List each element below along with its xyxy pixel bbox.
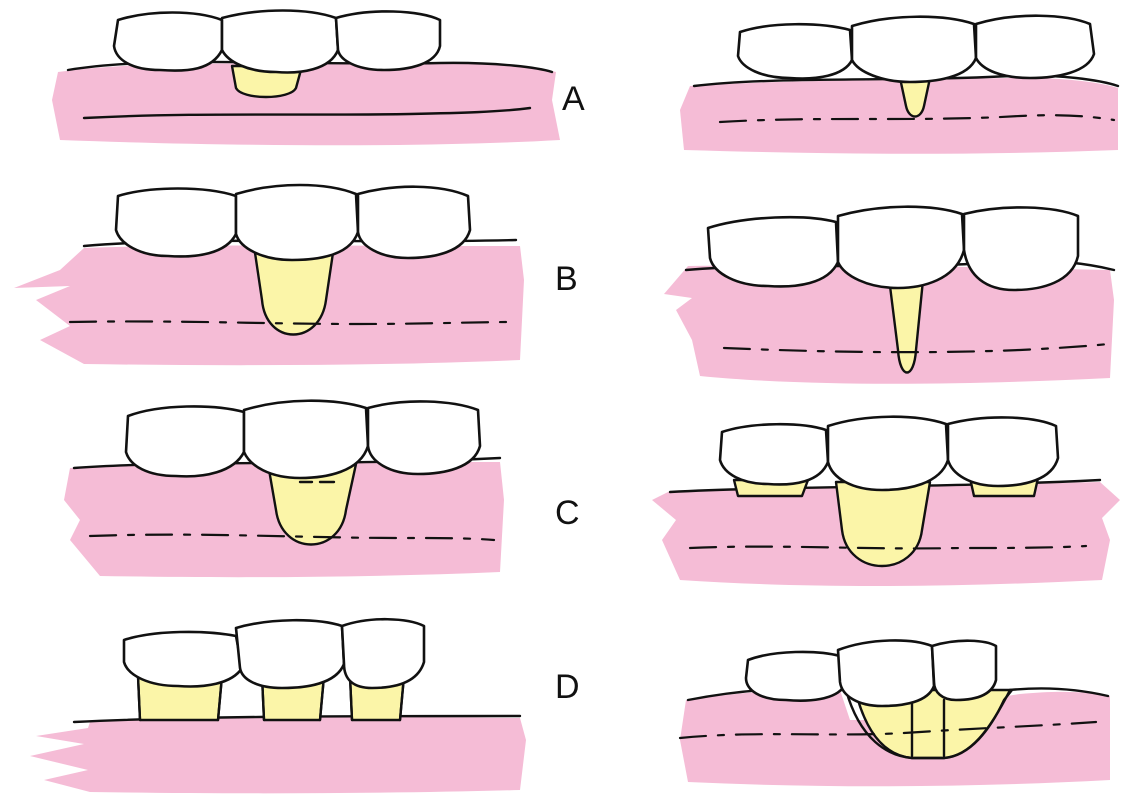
tooth — [828, 417, 948, 490]
gum — [30, 717, 526, 794]
tooth — [720, 424, 828, 484]
tooth — [244, 401, 368, 478]
panel-c-left — [64, 401, 504, 577]
panel-d-right — [680, 640, 1110, 786]
tooth — [114, 13, 222, 71]
tooth — [964, 207, 1078, 290]
tooth — [708, 217, 838, 286]
panel-c-right — [652, 417, 1120, 586]
tooth — [932, 641, 996, 700]
tooth — [948, 417, 1058, 486]
tooth — [838, 207, 964, 288]
tooth — [976, 16, 1094, 78]
tooth — [838, 640, 934, 706]
tooth — [852, 17, 976, 82]
tooth — [738, 24, 852, 78]
panel-a-left — [52, 11, 560, 146]
tooth — [126, 406, 244, 476]
gum — [52, 64, 560, 146]
tooth — [236, 620, 344, 688]
tooth — [342, 619, 424, 688]
tooth — [746, 652, 844, 701]
tooth — [358, 187, 470, 258]
tooth — [368, 401, 480, 474]
panel-b-left — [14, 185, 524, 365]
tooth — [336, 11, 440, 70]
label-b: B — [555, 260, 578, 298]
label-d: D — [555, 668, 580, 706]
tooth — [236, 185, 358, 260]
label-c: C — [555, 494, 580, 532]
panel-d-left — [30, 619, 526, 793]
panel-a-right — [680, 16, 1118, 154]
tooth — [222, 11, 338, 73]
tooth — [124, 632, 242, 687]
gum — [680, 78, 1118, 154]
label-a: A — [562, 80, 585, 118]
panel-b-right — [664, 207, 1114, 384]
tooth — [116, 189, 236, 257]
